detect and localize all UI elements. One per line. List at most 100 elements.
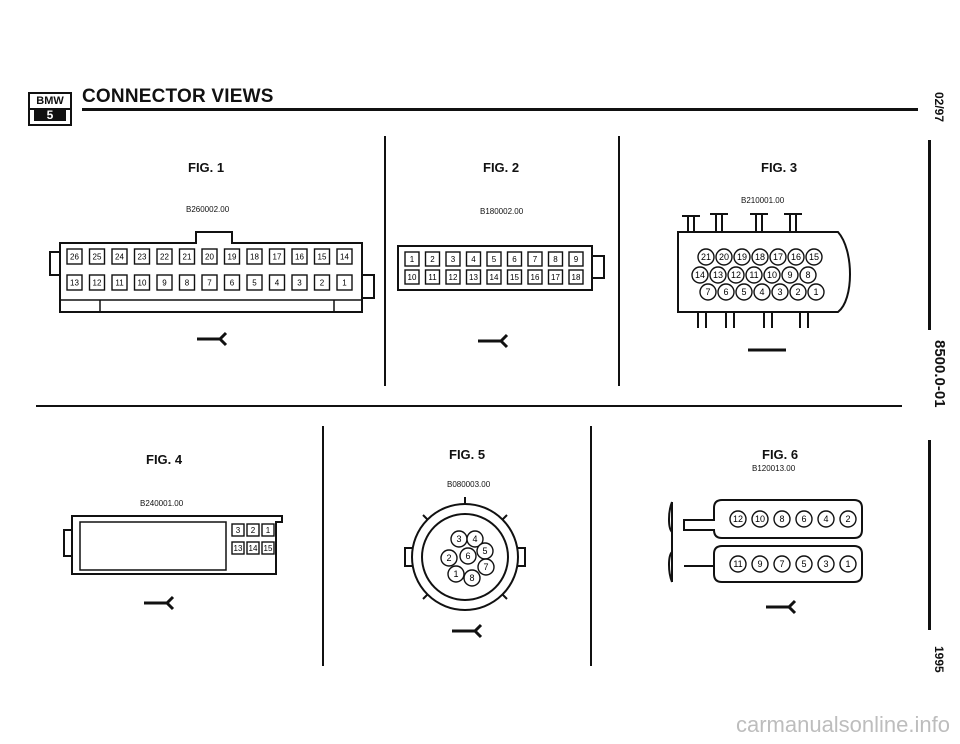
fig2-pin xyxy=(424,269,441,285)
fig4-pin-label: 2 xyxy=(251,526,256,535)
fig5-pin-label: 4 xyxy=(472,534,477,544)
fig2-pin-label: 2 xyxy=(430,255,435,264)
fig2-pin xyxy=(404,269,420,285)
fig5-pin xyxy=(463,569,481,587)
fig3-label: FIG. 3 xyxy=(761,160,798,175)
fig1-code: B260002.00 xyxy=(186,205,230,214)
fig6-pin-label: 9 xyxy=(757,559,762,569)
fig2-pin-label: 5 xyxy=(492,255,497,264)
fig3-pin xyxy=(805,248,823,266)
fig6-pin xyxy=(795,510,813,528)
fig3-pin-label: 10 xyxy=(767,270,777,280)
fig2-pin xyxy=(445,251,461,267)
fig1-pin-label: 18 xyxy=(250,253,259,262)
fig1-pin-label: 7 xyxy=(207,279,212,288)
fig6-connector xyxy=(668,499,863,583)
fig1-pin xyxy=(156,248,173,265)
fig2-pin xyxy=(568,269,584,285)
fig1-pin xyxy=(178,248,196,265)
fig1-orientation-arrow xyxy=(197,331,228,347)
fig1-pin xyxy=(336,274,353,291)
fig3-pin xyxy=(717,283,735,301)
fig6-orientation-arrow xyxy=(766,599,797,615)
fig2-pin-label: 12 xyxy=(449,273,458,282)
fig2-pin-label: 10 xyxy=(408,273,417,282)
fig3-pin-label: 2 xyxy=(795,287,800,297)
fig1-pin-label: 8 xyxy=(185,279,190,288)
fig3-pin-label: 7 xyxy=(705,287,710,297)
fig2-pin xyxy=(465,269,482,285)
divider-v-top-1 xyxy=(384,136,386,386)
fig2-pin-label: 13 xyxy=(469,273,478,282)
fig5-label: FIG. 5 xyxy=(449,447,486,462)
fig6-code: B120013.00 xyxy=(752,464,796,473)
fig1-pin xyxy=(291,274,308,291)
fig3-pin xyxy=(699,283,717,301)
fig1-pin xyxy=(246,248,263,265)
fig4-orientation-arrow xyxy=(144,595,175,611)
fig1-pin-label: 24 xyxy=(115,253,124,262)
fig2-pin-label: 14 xyxy=(490,273,499,282)
fig2-pin-label: 6 xyxy=(512,255,517,264)
fig3-pin-label: 11 xyxy=(749,270,758,280)
fig2-pin-label: 7 xyxy=(533,255,538,264)
fig2-connector xyxy=(397,245,605,291)
fig3-pin xyxy=(733,248,751,266)
fig1-pin xyxy=(133,274,151,291)
fig3-code: B210001.00 xyxy=(741,196,785,205)
fig1-pin xyxy=(223,248,241,265)
fig1-pin-label: 5 xyxy=(252,279,257,288)
fig1-pin xyxy=(313,248,331,265)
fig1-pin-label: 1 xyxy=(342,279,347,288)
fig2-pin xyxy=(486,251,502,267)
fig2-pin xyxy=(506,269,523,285)
fig1-connector xyxy=(49,231,375,313)
fig3-pin xyxy=(769,248,787,266)
fig4-pin-label: 15 xyxy=(264,544,273,553)
fig2-pin xyxy=(506,251,523,267)
fig1-pin xyxy=(88,274,106,291)
fig4-code: B240001.00 xyxy=(140,499,184,508)
divider-horizontal xyxy=(36,405,902,407)
fig5-pin-label: 3 xyxy=(456,534,461,544)
page-title: CONNECTOR VIEWS xyxy=(82,86,274,107)
fig3-pin-label: 16 xyxy=(791,252,801,262)
fig3-pin xyxy=(771,283,789,301)
fig2-pin-label: 16 xyxy=(531,273,540,282)
fig1-pin-label: 25 xyxy=(93,253,102,262)
fig4-label: FIG. 4 xyxy=(146,452,183,467)
fig2-pin-label: 9 xyxy=(574,255,579,264)
fig5-pin-label: 6 xyxy=(465,551,470,561)
fig6-pin-label: 6 xyxy=(801,514,806,524)
fig5-pin xyxy=(466,530,484,548)
fig3-pin-label: 4 xyxy=(759,287,764,297)
fig6-pin xyxy=(773,555,791,573)
fig1-pin xyxy=(268,248,286,265)
fig5-code: B080003.00 xyxy=(447,480,491,489)
fig1-pin xyxy=(133,248,151,265)
fig2-pin-label: 11 xyxy=(428,273,437,282)
fig6-pin-label: 10 xyxy=(755,514,765,524)
fig6-pin xyxy=(817,510,835,528)
side-rule-top xyxy=(928,140,931,330)
fig1-pin-label: 26 xyxy=(70,253,79,262)
fig3-pin xyxy=(781,266,799,284)
fig1-pin-label: 17 xyxy=(273,253,282,262)
fig2-pin xyxy=(527,251,543,267)
fig6-pin xyxy=(839,555,857,573)
fig3-pin xyxy=(697,248,715,266)
fig6-pin xyxy=(839,510,857,528)
bmw-5-series-logo: BMW 5 xyxy=(28,92,72,126)
fig6-pin xyxy=(795,555,813,573)
fig1-pin xyxy=(223,274,241,291)
fig3-pin xyxy=(715,248,733,266)
fig1-pin xyxy=(111,274,128,291)
fig4-pin xyxy=(246,541,260,555)
fig3-pin-label: 9 xyxy=(787,270,792,280)
fig5-pin-label: 8 xyxy=(469,573,474,583)
fig4-connector xyxy=(63,515,283,575)
fig6-pin-label: 12 xyxy=(733,514,743,524)
fig6-pin-label: 5 xyxy=(801,559,806,569)
fig3-pin-label: 5 xyxy=(741,287,746,297)
